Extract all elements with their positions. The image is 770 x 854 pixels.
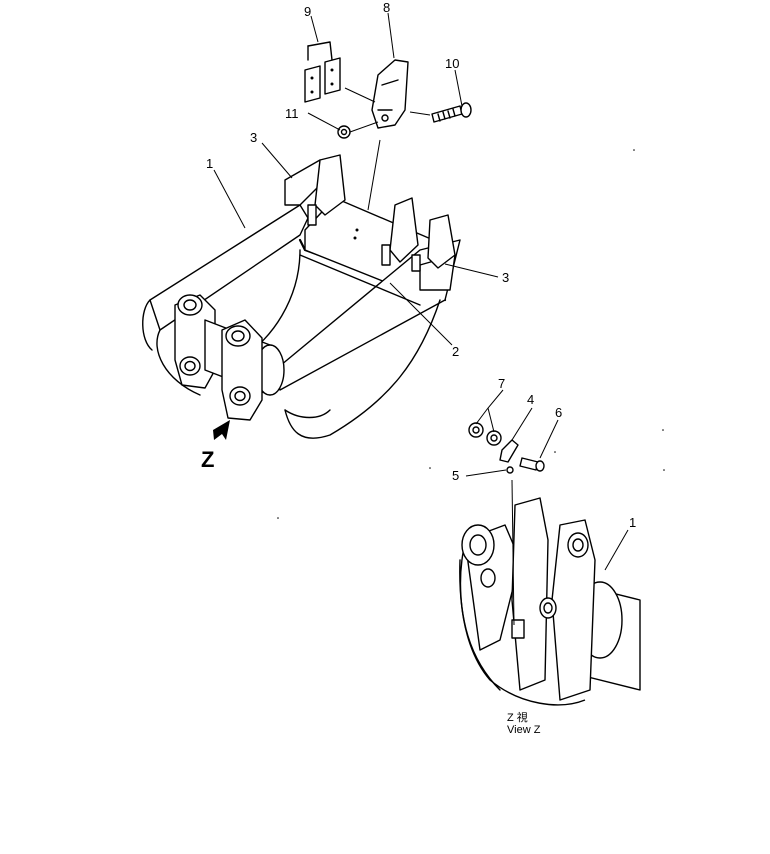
callout-labels: 1 2 3 3 4 5 6 7 8 9 10 11 1: [206, 0, 636, 530]
callout-11-nut: 11: [285, 106, 299, 121]
lock-exploded-parts: [468, 422, 545, 474]
callout-1-detail: 1: [629, 515, 636, 530]
view-z-caption: Z 視 View Z: [507, 710, 541, 736]
callout-1-bucket: 1: [206, 156, 213, 171]
tooth-exploded-parts: [304, 41, 472, 211]
view-z-arrow: Z: [201, 420, 230, 472]
view-z-caption-line1: Z 視: [507, 710, 528, 724]
view-z-detail: [459, 479, 641, 706]
callout-10-bolt: 10: [445, 56, 459, 71]
callout-4: 4: [527, 392, 534, 407]
callout-3-right-side-cutter: 3: [502, 270, 509, 285]
callout-2-cutting-edge: 2: [452, 344, 459, 359]
view-z-marker: Z: [201, 447, 214, 472]
callout-leaders: [213, 12, 629, 571]
callout-9-shim: 9: [304, 4, 311, 19]
callout-3-left-side-cutter: 3: [250, 130, 257, 145]
view-z-caption-line2: View Z: [507, 724, 541, 736]
callout-5: 5: [452, 468, 459, 483]
callout-7: 7: [498, 376, 505, 391]
callout-8-tooth: 8: [383, 0, 390, 15]
bucket-assembly: [142, 154, 461, 439]
callout-6: 6: [555, 405, 562, 420]
